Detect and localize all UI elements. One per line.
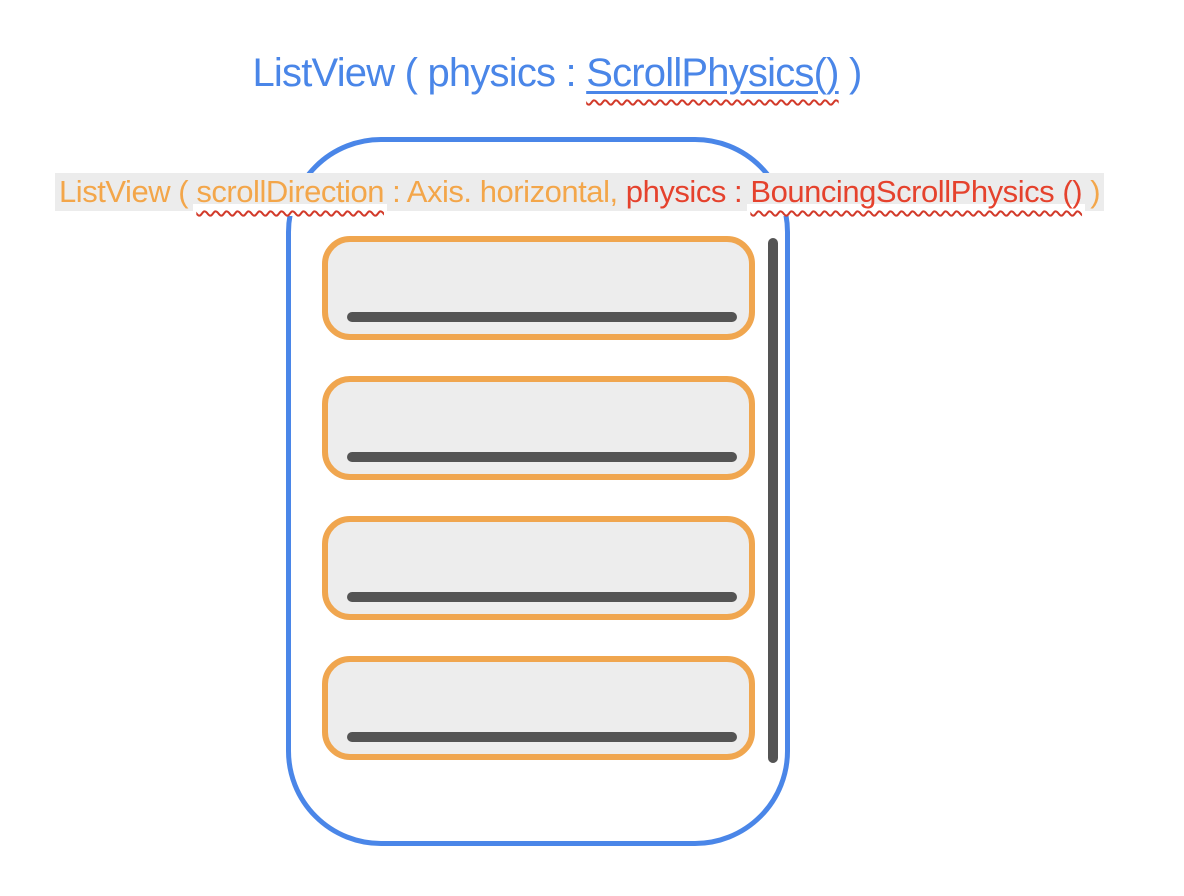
- list-item: [322, 656, 755, 760]
- caption-part2: : Axis. horizontal,: [384, 174, 626, 209]
- phone-outline: [286, 137, 790, 846]
- code-caption: ListView ( scrollDirection : Axis. horiz…: [55, 173, 1105, 211]
- list-item: [322, 376, 755, 480]
- item-placeholder-bar: [347, 452, 737, 462]
- list-item: [322, 516, 755, 620]
- caption-red-prefix: physics :: [625, 174, 751, 209]
- caption-suffix: ): [1082, 174, 1101, 209]
- caption-misspelled-word: scrollDirection: [196, 174, 384, 209]
- list-item: [322, 236, 755, 340]
- title-code: ScrollPhysics(): [586, 51, 839, 95]
- scrollbar-thumb: [768, 238, 778, 763]
- item-placeholder-bar: [347, 732, 737, 742]
- list-items: [322, 236, 755, 796]
- title-code-underline: ScrollPhysics(): [586, 51, 839, 95]
- caption-red-code: BouncingScrollPhysics (): [750, 174, 1083, 209]
- diagram-title: ListView ( physics : ScrollPhysics() ): [0, 50, 1114, 96]
- item-placeholder-bar: [347, 312, 737, 322]
- item-placeholder-bar: [347, 592, 737, 602]
- title-suffix: ): [838, 51, 862, 95]
- caption-part1: ListView (: [59, 174, 197, 209]
- title-prefix: ListView ( physics :: [252, 51, 587, 95]
